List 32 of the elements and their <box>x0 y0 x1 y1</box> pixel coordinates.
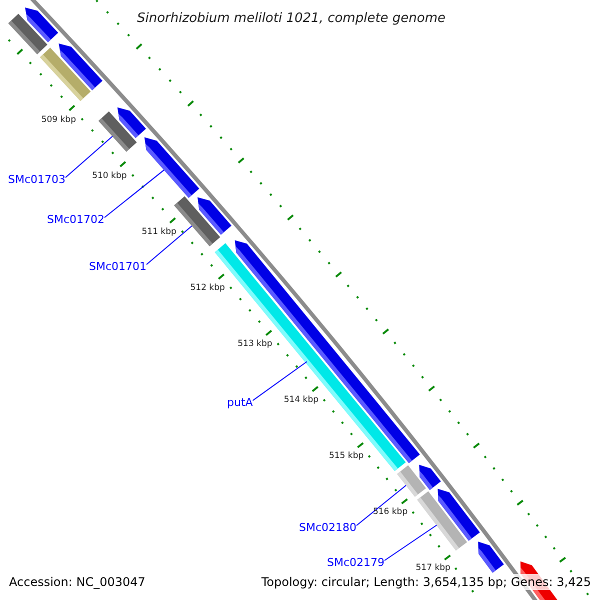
scale-label: 512 kbp <box>190 283 225 294</box>
scale-label: 514 kbp <box>284 395 318 406</box>
gene-label: putA <box>227 396 253 409</box>
scale-label: 513 kbp <box>238 339 272 350</box>
footer-text: Accession: NC_003047 <box>9 574 146 590</box>
leader-line <box>384 524 438 561</box>
gene-label: SMc01701 <box>89 260 147 273</box>
scale-label: 516 kbp <box>372 507 408 518</box>
map-title: Sinorhizobium meliloti 1021, complete genome <box>137 10 446 28</box>
gene-block <box>438 488 480 541</box>
gene-block <box>144 137 200 198</box>
scale-label: 517 kbp <box>416 563 450 574</box>
scale-label: 509 kbp <box>41 115 76 126</box>
footer-text: Topology: circular; Length: 3,654,135 bp; Genes: 3,425 <box>261 574 591 590</box>
scale-label: 511 kbp <box>142 227 176 238</box>
gene-block <box>198 197 232 235</box>
gene-label: SMc02179 <box>327 556 385 569</box>
gene-block <box>478 542 504 573</box>
leader-line <box>65 136 114 178</box>
scale-label: 510 kbp <box>92 171 127 182</box>
gene-block <box>419 464 441 490</box>
leader-line <box>146 225 192 265</box>
leader-line <box>356 484 406 526</box>
gene-block <box>25 8 58 42</box>
scale-label: 515 kbp <box>328 451 364 462</box>
gene-block <box>117 107 146 138</box>
gene-label: SMc02180 <box>299 521 357 534</box>
gene-block <box>58 44 102 90</box>
leader-line <box>104 169 165 218</box>
gene-label: SMc01703 <box>8 173 66 186</box>
gene-label: SMc01702 <box>47 213 105 226</box>
leader-line <box>252 361 308 401</box>
